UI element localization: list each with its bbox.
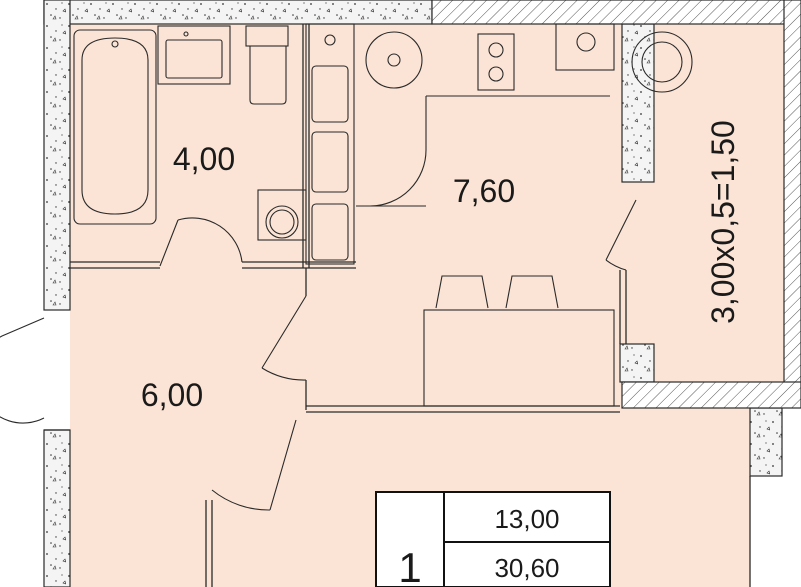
dining-table	[423, 309, 615, 407]
room-count-label: 1	[398, 544, 421, 587]
left-wall-upper	[43, 0, 71, 311]
toilet-tank	[245, 25, 289, 47]
chair-right	[505, 275, 559, 309]
bathroom-area-label: 4,00	[173, 141, 235, 177]
kitchen-cabinets	[305, 23, 355, 265]
kitchen-column	[621, 23, 655, 183]
oven	[555, 23, 615, 71]
balcony-door	[605, 199, 637, 271]
doors	[0, 95, 637, 511]
kitchen-door	[356, 149, 427, 207]
total-area-label: 30,60	[494, 553, 559, 583]
boiler	[631, 31, 693, 93]
hall-area-label: 6,00	[141, 377, 203, 413]
balcony-right-rail	[783, 0, 801, 393]
kitchen-fixtures	[305, 23, 693, 407]
bathtub-drain	[111, 40, 119, 48]
kitchen-floor	[306, 24, 622, 406]
living-room-door	[211, 419, 297, 511]
bathtub-inner	[81, 37, 149, 215]
balcony-bottom-rail	[621, 381, 801, 409]
bathtub	[73, 29, 157, 225]
living-area-label: 13,00	[494, 504, 559, 534]
balcony-top-rail	[431, 0, 787, 25]
kitchen-column-lower	[619, 343, 655, 383]
balcony-area-label: 3,00x0,5=1,50	[705, 120, 741, 324]
sink	[365, 31, 423, 89]
hall-floor	[44, 266, 306, 587]
bathroom-door	[159, 217, 243, 267]
hob	[477, 33, 515, 91]
kitchen-area-label: 7,60	[453, 173, 515, 209]
balcony-parapet	[431, 0, 801, 409]
washbasin	[157, 25, 231, 85]
walls	[43, 0, 783, 587]
top-wall	[43, 0, 433, 25]
entrance-door	[0, 317, 45, 424]
right-wall-lower	[749, 407, 783, 477]
toilet-bowl	[249, 46, 287, 105]
summary-table	[375, 491, 611, 587]
hall-door	[261, 295, 307, 381]
left-wall-lower	[43, 429, 71, 587]
chair-left	[435, 275, 489, 309]
